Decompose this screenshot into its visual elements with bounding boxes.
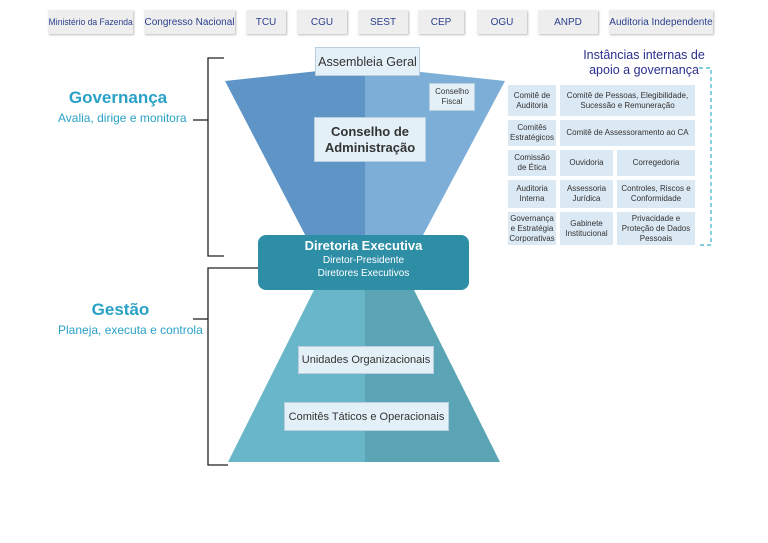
gestao-subtitle: Planeja, executa e controla: [58, 323, 203, 337]
top-box-ogu: OGU: [477, 10, 527, 34]
instancia-auditoria-interna: Auditoria Interna: [507, 179, 557, 209]
instancias-dashed-bracket: [699, 67, 712, 246]
top-box-cep: CEP: [418, 10, 464, 34]
instancia-comite-assessoramento: Comitê de Assessoramento ao CA: [559, 119, 696, 147]
diretoria-title: Diretoria Executiva: [304, 238, 423, 253]
instancia-corregedoria: Corregedoria: [616, 149, 696, 177]
gestao-title: Gestão: [91, 300, 150, 319]
instancia-comites-estrategicos: Comitês Estratégicos: [507, 119, 557, 147]
top-box-anpd: ANPD: [538, 10, 598, 34]
instancia-gabinete-institucional: Gabinete Institucional: [559, 211, 614, 246]
top-box-auditoria-independente: Auditoria Independente: [609, 10, 713, 34]
upper-funnel-left: [225, 66, 365, 252]
top-box-congresso: Congresso Nacional: [144, 10, 235, 34]
governanca-title: Governança: [68, 88, 168, 107]
top-box-tcu: TCU: [246, 10, 286, 34]
instancia-comite-auditoria: Comitê de Auditoria: [507, 84, 557, 117]
instancia-comite-pessoas: Comitê de Pessoas, Elegibilidade, Sucess…: [559, 84, 696, 117]
instancia-assessoria-juridica: Assessoria Jurídica: [559, 179, 614, 209]
top-box-ministerio: Ministério da Fazenda: [48, 10, 133, 34]
comites-taticos-box: Comitês Táticos e Operacionais: [284, 402, 449, 431]
diretoria-line1: Diretor-Presidente: [322, 255, 405, 266]
governanca-subtitle: Avalia, dirige e monitora: [58, 111, 187, 125]
assembleia-geral-box: Assembleia Geral: [315, 47, 420, 76]
diretoria-executiva-box: Diretoria Executiva Diretor-Presidente D…: [258, 235, 469, 290]
instancia-governanca-estrategia: Governança e Estratégia Corporativas: [507, 211, 557, 246]
conselho-fiscal-box: Conselho Fiscal: [429, 83, 475, 111]
diretoria-line2: Diretores Executivos: [317, 268, 410, 279]
top-box-cgu: CGU: [297, 10, 347, 34]
top-box-sest: SEST: [358, 10, 408, 34]
instancia-privacidade-protecao: Privacidade e Proteção de Dados Pessoais: [616, 211, 696, 246]
instancia-ouvidoria: Ouvidoria: [559, 149, 614, 177]
governanca-bracket: [207, 57, 224, 257]
instancia-comissao-etica: Comissão de Ética: [507, 149, 557, 177]
instancia-controles-riscos: Controles, Riscos e Conformidade: [616, 179, 696, 209]
unidades-organizacionais-box: Unidades Organizacionais: [298, 346, 434, 374]
instancias-title: Instâncias internas de apoio a governanç…: [583, 48, 705, 77]
conselho-administracao-box: Conselho de Administração: [314, 117, 426, 162]
upper-funnel-right: [365, 66, 505, 252]
gestao-bracket: [207, 267, 258, 466]
